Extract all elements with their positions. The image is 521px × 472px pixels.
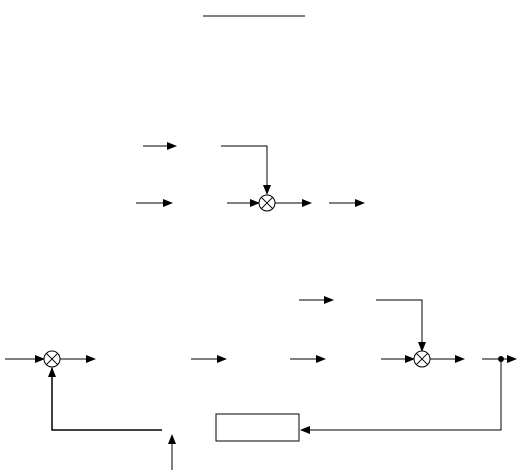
d2-feedback-to-junction-path: [48, 367, 162, 431]
diagram-1: [136, 142, 365, 212]
d2-summing-junction-right: [413, 350, 431, 368]
diagram-2: [5, 296, 517, 470]
d1-disturbance-path: [221, 145, 271, 195]
d1-summing-junction: [258, 194, 276, 212]
d2-disturbance-path: [376, 299, 426, 352]
d2-feedback-block: [215, 413, 300, 442]
d2-feedback-return-path: [300, 359, 502, 434]
d2-summing-junction-left: [43, 350, 61, 368]
